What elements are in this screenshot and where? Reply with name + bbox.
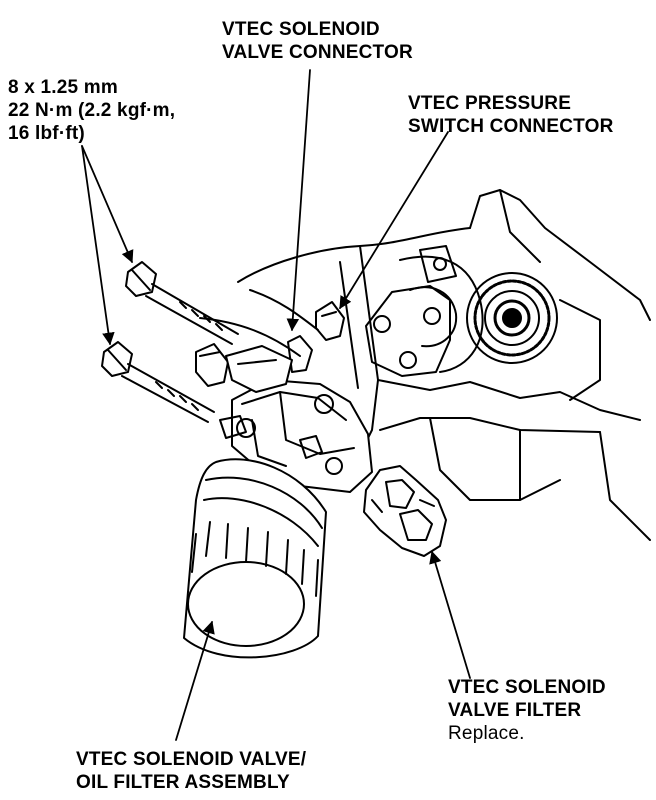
torque-spec-line2: 22 N·m (2.2 kgf·m, [8,100,176,121]
pressure-switch-connector-label: VTEC PRESSURE SWITCH CONNECTOR [408,92,614,138]
solenoid-valve-filter-note: Replace. [448,723,525,744]
torque-spec-label: 8 x 1.25 mm 22 N·m (2.2 kgf·m, 16 lbf·ft… [8,76,175,145]
torque-spec-line1: 8 x 1.25 mm [8,77,118,98]
solenoid-valve-filter-gasket [363,465,447,557]
solenoid-oil-filter-assembly-line1: VTEC SOLENOID VALVE/ [76,749,307,770]
solenoid-valve-connector-label: VTEC SOLENOID VALVE CONNECTOR [222,18,413,64]
cam-pulley [466,272,558,364]
solenoid-oil-filter-assembly-label: VTEC SOLENOID VALVE/ OIL FILTER ASSEMBLY [76,748,306,794]
pressure-switch-connector-line2: SWITCH CONNECTOR [408,116,614,137]
leader-arrows [81,69,471,741]
pressure-switch-housing [365,245,457,377]
connector-parts [195,301,345,387]
bolt-lower [101,341,215,423]
solenoid-valve-filter-label: VTEC SOLENOID VALVE FILTER Replace. [448,676,606,745]
solenoid-valve-filter-line1: VTEC SOLENOID [448,677,606,698]
pressure-switch-connector-line1: VTEC PRESSURE [408,93,572,114]
oil-filter [183,458,327,659]
solenoid-valve-connector-line1: VTEC SOLENOID [222,19,380,40]
solenoid-oil-filter-assembly-line2: OIL FILTER ASSEMBLY [76,772,290,793]
bolt-upper [125,261,239,345]
solenoid-valve-filter-line2: VALVE FILTER [448,700,582,721]
engine-block [199,189,651,541]
torque-spec-line3: 16 lbf·ft) [8,123,85,144]
solenoid-valve-connector-line2: VALVE CONNECTOR [222,42,413,63]
